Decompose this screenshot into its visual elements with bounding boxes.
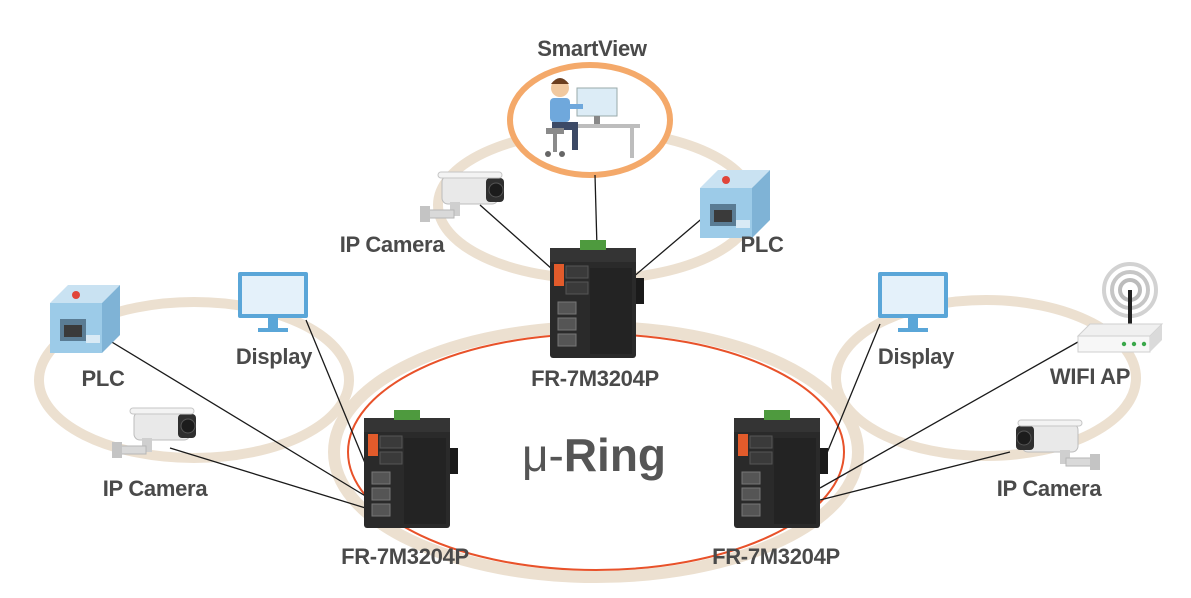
plc-icon [700, 170, 770, 238]
switch-right-label: FR-7M3204P [712, 544, 840, 569]
industrial-switch-icon [549, 239, 645, 359]
right-camera-label: IP Camera [996, 476, 1102, 501]
operator-workstation-icon [545, 78, 640, 158]
left-display-label: Display [235, 344, 313, 369]
ring-title: μ-Ring [522, 428, 666, 482]
top-camera-label: IP Camera [339, 232, 445, 257]
left-subnet-ring [34, 297, 354, 463]
left-camera-label: IP Camera [102, 476, 208, 501]
top-plc-label: PLC [740, 232, 784, 257]
right-display-label: Display [877, 344, 955, 369]
link-lines [91, 174, 1086, 511]
right-subnet-ring [831, 295, 1141, 461]
switch-left-label: FR-7M3204P [341, 544, 469, 569]
ring-title-name: Ring [563, 429, 667, 481]
industrial-switch-icon [363, 409, 459, 529]
left-plc-label: PLC [81, 366, 125, 391]
industrial-switch-icon [733, 409, 829, 529]
switch-top-label: FR-7M3204P [531, 366, 659, 391]
plc-icon [50, 285, 120, 353]
smartview-bubble [507, 62, 673, 178]
ip-camera-icon [1015, 419, 1101, 471]
right-wifi-label: WIFI AP [1049, 364, 1131, 389]
wifi-router-icon [1076, 262, 1164, 353]
ring-title-prefix: μ- [521, 429, 564, 481]
smartview-label: SmartView [537, 36, 647, 61]
